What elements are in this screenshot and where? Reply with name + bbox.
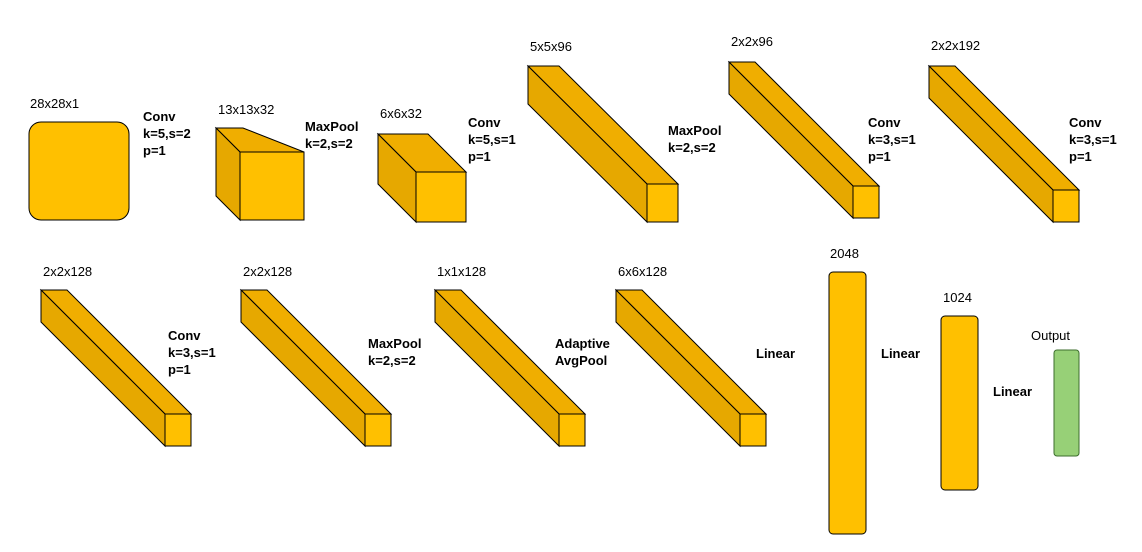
op-conv1: Conv k=5,s=2 p=1 [143, 109, 191, 158]
op-avgpool: Adaptive AvgPool [555, 336, 610, 368]
layer-input-size-label: 28x28x1 [30, 96, 79, 111]
layer-conv3-out-front-face [1052, 189, 1080, 223]
op-conv1-line2: k=5,s=2 [143, 126, 191, 141]
op-pool1-line2: k=2,s=2 [305, 136, 353, 151]
op-linear1-line1: Linear [756, 346, 795, 361]
layer-conv2-out: 5x5x96 [526, 39, 680, 224]
layer-pool2-out-side-face [728, 60, 854, 220]
op-conv1-line1: Conv [143, 109, 176, 124]
layer-avgpool-out-size-label: 6x6x128 [618, 264, 667, 279]
layer-fc1-size-label: 2048 [830, 246, 859, 261]
op-linear2: Linear [881, 346, 920, 361]
op-pool1-line1: MaxPool [305, 119, 358, 134]
op-conv2-line3: p=1 [468, 149, 491, 164]
layer-pool3-out-size-label: 1x1x128 [437, 264, 486, 279]
op-conv4: Conv k=3,s=1 p=1 [1069, 115, 1117, 164]
layer-conv4-out: 2x2x128 [39, 264, 193, 448]
op-conv1-line3: p=1 [143, 143, 166, 158]
op-conv5-line2: k=3,s=1 [168, 345, 216, 360]
layer-conv2-out-size-label: 5x5x96 [530, 39, 572, 54]
layer-pool3-out-front-face [558, 413, 586, 447]
layer-pool2-out: 2x2x96 [727, 34, 881, 220]
op-avgpool-line2: AvgPool [555, 353, 607, 368]
op-conv4-line1: Conv [1069, 115, 1102, 130]
op-pool3-line1: MaxPool [368, 336, 421, 351]
op-conv5: Conv k=3,s=1 p=1 [168, 328, 216, 377]
layer-pool1-out: 6x6x32 [376, 106, 468, 224]
layer-conv5-out: 2x2x128 [239, 264, 393, 448]
op-linear1: Linear [756, 346, 795, 361]
layer-input-square [28, 121, 130, 221]
layer-pool2-out-size-label: 2x2x96 [731, 34, 773, 49]
op-pool2: MaxPool k=2,s=2 [668, 123, 721, 155]
op-conv2-line2: k=5,s=1 [468, 132, 516, 147]
op-conv3: Conv k=3,s=1 p=1 [868, 115, 916, 164]
op-pool3: MaxPool k=2,s=2 [368, 336, 421, 368]
op-linear3: Linear [993, 384, 1032, 399]
op-conv3-line3: p=1 [868, 149, 891, 164]
layer-output-bar [1053, 349, 1080, 457]
layer-input: 28x28x1 [28, 96, 130, 221]
op-conv5-line1: Conv [168, 328, 201, 343]
layer-fc1-bar [828, 271, 867, 535]
op-conv2-line1: Conv [468, 115, 501, 130]
op-avgpool-line1: Adaptive [555, 336, 610, 351]
layer-output-label: Output [1031, 328, 1070, 343]
layer-pool3-out-side-face [434, 288, 560, 448]
layer-conv4-out-side-face [40, 288, 166, 448]
layer-conv4-out-front-face [164, 413, 192, 447]
layer-avgpool-out-front-face [739, 413, 767, 447]
layer-pool1-out-front-face [415, 171, 467, 223]
op-pool3-line2: k=2,s=2 [368, 353, 416, 368]
layer-conv1-out-size-label: 13x13x32 [218, 102, 274, 117]
op-conv4-line2: k=3,s=1 [1069, 132, 1117, 147]
op-pool2-line1: MaxPool [668, 123, 721, 138]
layer-conv1-out-front-face [239, 151, 305, 221]
op-pool1: MaxPool k=2,s=2 [305, 119, 358, 151]
op-conv2: Conv k=5,s=1 p=1 [468, 115, 516, 164]
layer-pool1-out-size-label: 6x6x32 [380, 106, 422, 121]
layer-avgpool-out: 6x6x128 [614, 264, 768, 448]
layer-conv3-out-side-face [928, 64, 1054, 224]
layer-pool2-out-front-face [852, 185, 880, 219]
layer-conv5-out-front-face [364, 413, 392, 447]
layer-fc2-size-label: 1024 [943, 290, 972, 305]
layer-pool3-out: 1x1x128 [433, 264, 587, 448]
op-conv5-line3: p=1 [168, 362, 191, 377]
layer-avgpool-out-side-face [615, 288, 741, 448]
layer-fc1: 2048 [828, 246, 867, 535]
op-conv4-line3: p=1 [1069, 149, 1092, 164]
layer-conv2-out-front-face [646, 183, 679, 223]
op-linear3-line1: Linear [993, 384, 1032, 399]
op-pool2-line2: k=2,s=2 [668, 140, 716, 155]
op-conv3-line1: Conv [868, 115, 901, 130]
layer-conv3-out-size-label: 2x2x192 [931, 38, 980, 53]
layer-conv5-out-side-face [240, 288, 366, 448]
layer-fc2: 1024 [940, 290, 979, 491]
layer-conv5-out-size-label: 2x2x128 [243, 264, 292, 279]
op-linear2-line1: Linear [881, 346, 920, 361]
layer-conv1-out: 13x13x32 [214, 102, 305, 222]
op-conv3-line2: k=3,s=1 [868, 132, 916, 147]
layer-output: Output [1031, 328, 1080, 457]
layer-conv4-out-size-label: 2x2x128 [43, 264, 92, 279]
layer-fc2-bar [940, 315, 979, 491]
layer-conv3-out: 2x2x192 [927, 38, 1081, 224]
